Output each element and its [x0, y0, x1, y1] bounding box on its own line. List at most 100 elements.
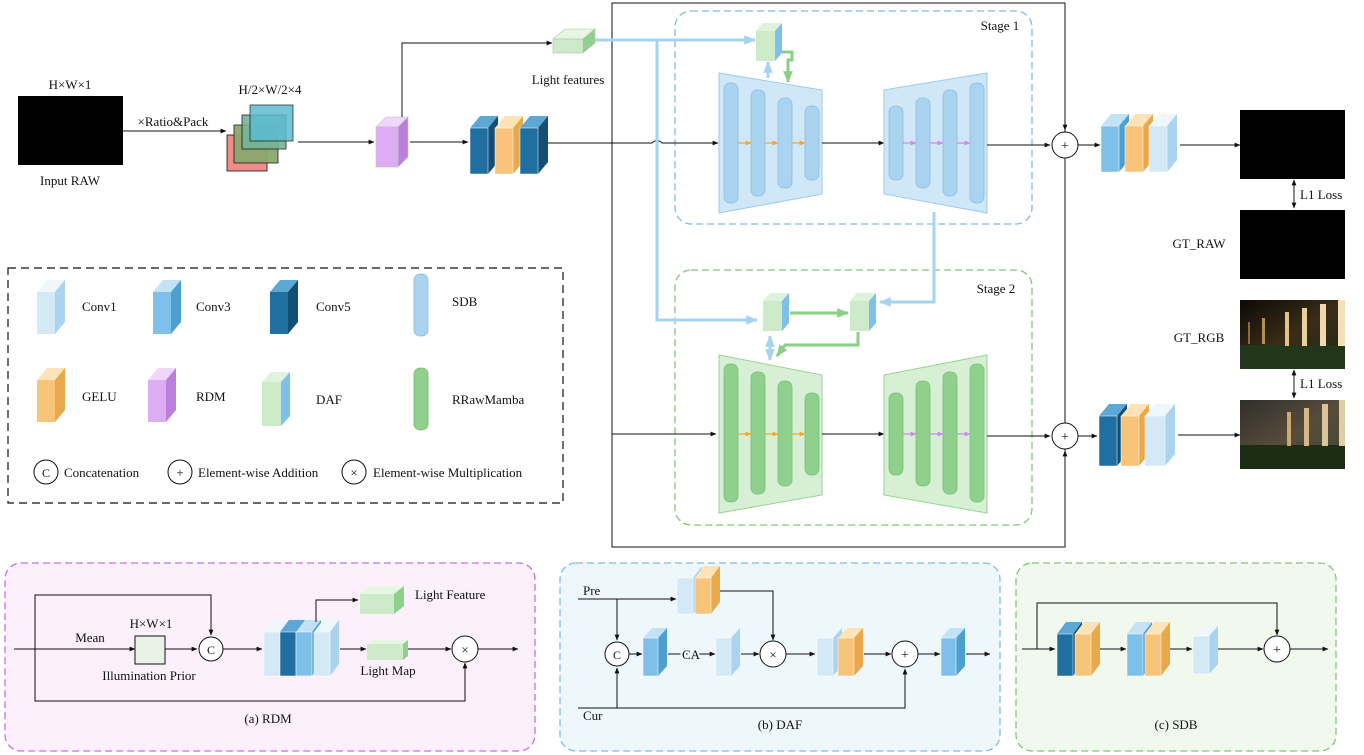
stage1-dec-sdb-4 — [969, 82, 985, 204]
conv-seq-top — [469, 116, 548, 175]
legend-mul-label: Element-wise Multiplication — [373, 465, 523, 480]
stage1-dec-sdb-3 — [942, 89, 958, 197]
svg-text:+: + — [1061, 430, 1069, 445]
pack-size-label: H/2×W/2×4 — [238, 82, 302, 97]
daf-mul-op: × — [759, 640, 787, 668]
svg-text:+: + — [1061, 139, 1069, 154]
arrow-rdm-lightfeat — [401, 40, 553, 117]
legend-concat-label: Concatenation — [64, 465, 140, 480]
rdm-block — [375, 116, 409, 168]
daf-caption: (b) DAF — [758, 717, 802, 732]
legend-conv5-label: Conv5 — [316, 299, 351, 314]
legend-box — [7, 267, 564, 504]
blue-path-lightfeat-daf2 — [655, 40, 759, 325]
input-raw-image — [18, 96, 123, 165]
input-raw-label: Input RAW — [40, 173, 101, 188]
sdb-caption: (c) SDB — [1155, 717, 1198, 732]
gt-raw-image — [1240, 210, 1345, 279]
daf-conv3 — [642, 628, 667, 677]
stage2-decoder — [883, 354, 988, 514]
stage1-dec-sdb-1 — [888, 105, 904, 181]
rdm-conv-seq — [263, 620, 339, 677]
legend-conv1-label: Conv1 — [82, 299, 117, 314]
daf-conv1-b — [940, 628, 965, 677]
stage2-dec-mamba-4 — [969, 363, 985, 503]
stage2-add-op: + — [1051, 422, 1079, 450]
svg-text:+: + — [1273, 643, 1281, 658]
rdm-light-map-label: Light Map — [360, 663, 415, 678]
rdm-size-label: H×W×1 — [130, 616, 173, 631]
blue-path-stage1-daf3 — [878, 212, 936, 307]
gt-rgb-image — [1240, 300, 1345, 369]
stage2-dec-mamba-1 — [888, 392, 904, 476]
rdm-caption: (a) RDM — [244, 711, 292, 726]
stage1-enc-sdb-4 — [804, 105, 820, 181]
legend-add-symbol: + — [167, 459, 193, 485]
stage2-enc-mamba-1 — [723, 363, 739, 503]
stage1-decoder — [883, 72, 988, 214]
stage1-enc-sdb-2 — [750, 89, 766, 197]
packed-channels — [226, 104, 294, 172]
rdm-concat-op: C — [198, 636, 224, 662]
sdb-conv-seq-1 — [1056, 622, 1100, 677]
rdm-illumination-prior-box — [134, 635, 166, 665]
sdb-conv-seq-2 — [1126, 622, 1170, 677]
legend-conv3-label: Conv3 — [196, 299, 231, 314]
legend-rdm-icon — [148, 368, 176, 422]
legend-daf-label: DAF — [316, 392, 342, 407]
sdb-add-op: + — [1263, 635, 1291, 663]
legend-rrawmamba-icon — [413, 367, 429, 431]
stage2-enc-mamba-2 — [750, 371, 766, 495]
ratio-pack-label: ×Ratio&Pack — [138, 114, 209, 129]
arrow-convs-stage1 — [548, 140, 719, 146]
stage2-enc-mamba-3 — [777, 380, 793, 487]
stage2-enc-mamba-4 — [804, 392, 820, 476]
head2-convs — [1098, 404, 1175, 467]
legend-add-label: Element-wise Addition — [198, 465, 319, 480]
input-size-label: H×W×1 — [49, 77, 92, 92]
stage2-box — [674, 269, 1033, 526]
legend-mul-symbol: × — [341, 459, 367, 485]
rdm-to-light-feature-line — [315, 597, 359, 622]
daf-pre-mul-line — [720, 590, 776, 641]
svg-text:+: + — [176, 465, 183, 480]
rdm-skip-top — [34, 594, 214, 649]
svg-text:×: × — [461, 642, 468, 657]
legend-rdm-label: RDM — [196, 389, 226, 404]
arrow-skip-stage1-add — [612, 2, 1068, 131]
rdm-mean-label: Mean — [75, 630, 105, 645]
gt-raw-label: GT_RAW — [1172, 236, 1226, 251]
daf-add-op: + — [891, 640, 919, 668]
svg-text:+: + — [901, 648, 909, 663]
stage2-dec-mamba-2 — [915, 380, 931, 487]
stage2-encoder — [718, 354, 823, 514]
legend-conv5-icon — [270, 280, 298, 334]
stage1-encoder — [718, 72, 823, 214]
daf-ca-label: CA — [682, 647, 701, 662]
legend-gelu-label: GELU — [82, 389, 117, 404]
stage1-box — [674, 10, 1033, 225]
stage2-dec-mamba-3 — [942, 371, 958, 495]
legend-sdb-label: SDB — [452, 294, 478, 309]
legend-gelu-icon — [37, 368, 65, 422]
stage1-add-op: + — [1051, 131, 1079, 159]
rdm-light-map-block — [367, 640, 408, 660]
stage1-enc-sdb-1 — [723, 82, 739, 204]
rdm-skip-bottom — [34, 649, 468, 702]
sdb-skip-line — [1036, 602, 1280, 649]
stage1-dec-sdb-2 — [915, 97, 931, 189]
daf-conv1-a — [715, 628, 740, 677]
legend-daf-icon — [262, 372, 290, 426]
daf-cur-line — [578, 668, 908, 709]
svg-text:×: × — [769, 647, 776, 662]
head1-convs — [1100, 114, 1177, 173]
stage2-label: Stage 2 — [977, 281, 1016, 296]
stage2-daf-a — [763, 293, 789, 331]
legend-sdb-icon — [413, 273, 429, 337]
legend-conv3-icon — [153, 280, 181, 334]
rgb-output-image — [1240, 400, 1345, 469]
l1-loss-2-label: L1 Loss — [1300, 376, 1342, 391]
rdm-mul-op: × — [451, 635, 479, 663]
arrow-skip-stage2-add — [612, 450, 1068, 548]
